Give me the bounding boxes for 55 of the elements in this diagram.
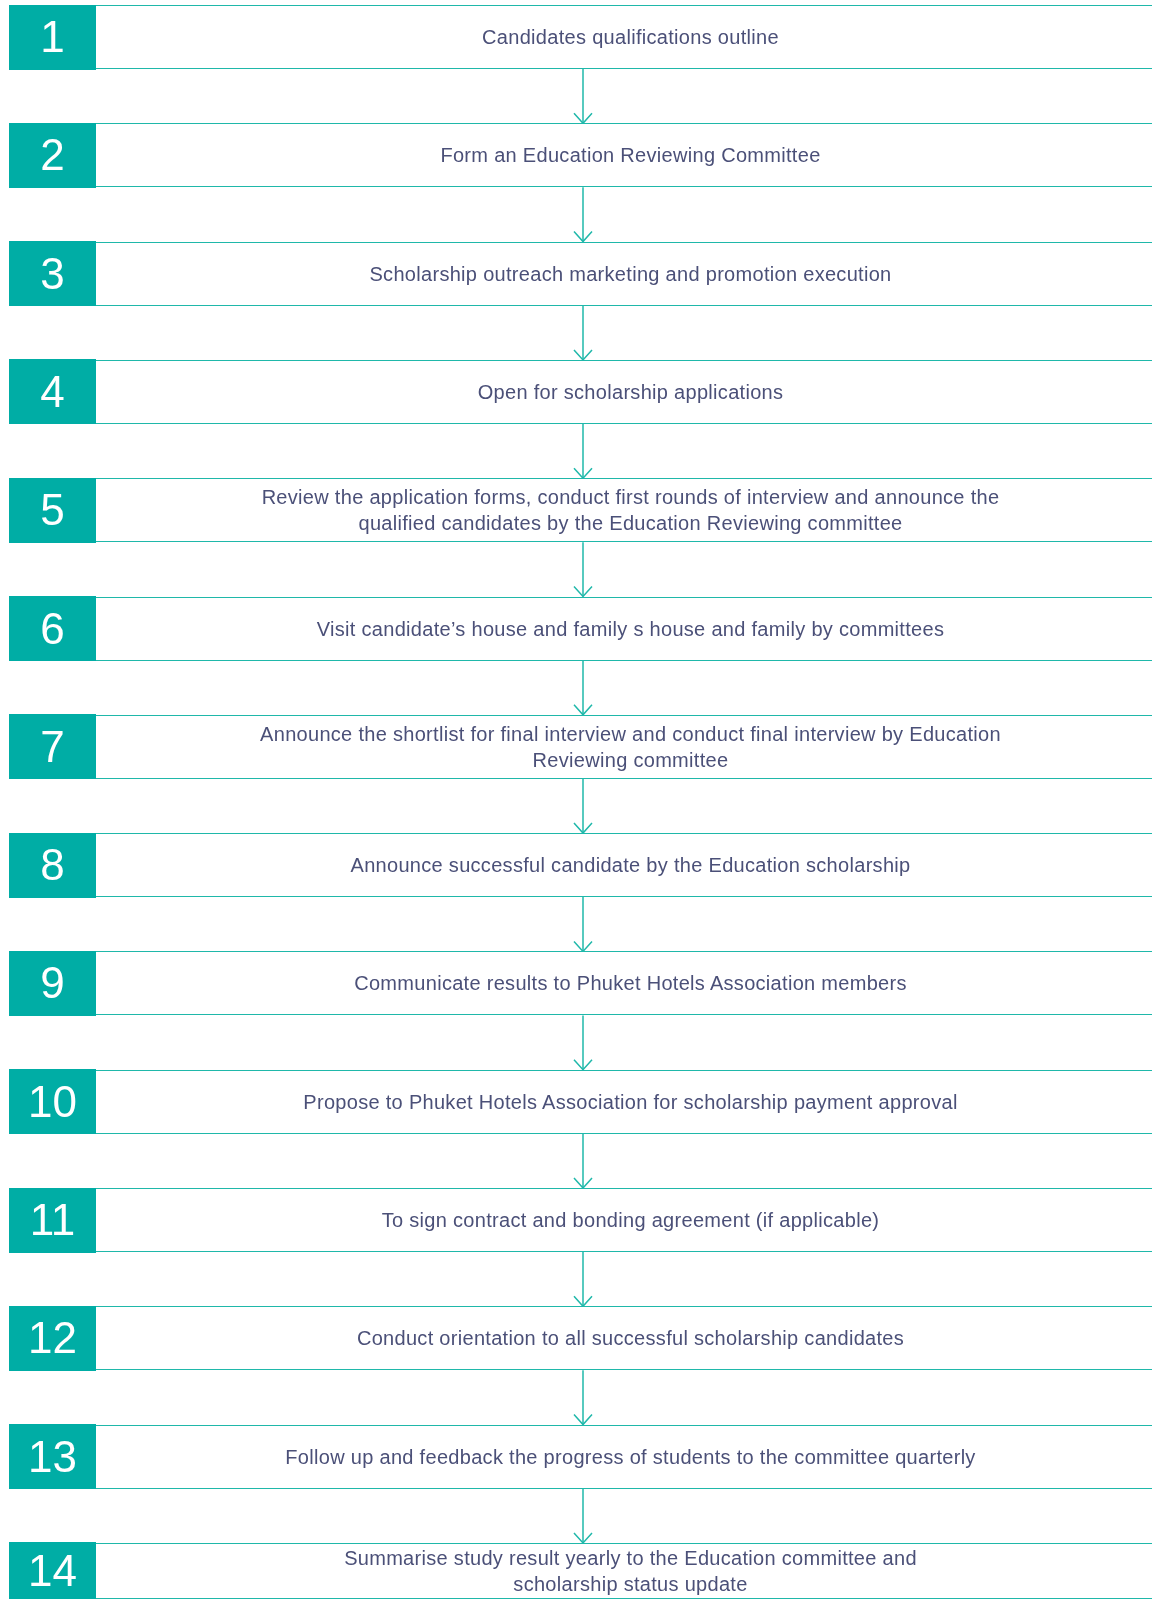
step-number: 13 bbox=[9, 1424, 96, 1490]
step-description: Scholarship outreach marketing and promotion execution bbox=[369, 261, 892, 287]
step-row bbox=[9, 1424, 1152, 1489]
step-row bbox=[9, 1188, 1152, 1252]
step-description: Propose to Phuket Hotels Association for scholarship payment approval bbox=[303, 1089, 958, 1115]
step-number: 10 bbox=[9, 1069, 96, 1135]
step-number: 12 bbox=[9, 1305, 96, 1371]
step-description: Conduct orientation to all successful scholarship candidates bbox=[356, 1326, 905, 1352]
step-row bbox=[9, 596, 1152, 661]
step-row bbox=[9, 359, 1152, 424]
step-row bbox=[9, 714, 1152, 779]
arrow bbox=[573, 541, 593, 598]
step-description: Summarise study result yearly to the Education committee and scholarship status update bbox=[343, 1545, 918, 1597]
step-number: 11 bbox=[9, 1187, 96, 1253]
step-number: 7 bbox=[9, 714, 96, 780]
arrow bbox=[573, 68, 593, 125]
arrow bbox=[573, 1487, 593, 1544]
step-description: Candidates qualifications outline bbox=[482, 25, 779, 50]
arrow bbox=[573, 1014, 593, 1071]
step-description: Announce the shortlist for final interview and conduct final interview by Education Reviewing committee bbox=[259, 721, 1002, 773]
step-row bbox=[9, 951, 1152, 1016]
step-description: Review the application forms, conduct first rounds of interview and announce the qualified candidates by the Education Reviewing committee bbox=[260, 485, 1001, 537]
arrow bbox=[573, 778, 593, 834]
arrow bbox=[573, 304, 593, 361]
step-row bbox=[9, 1306, 1152, 1371]
step-number: 5 bbox=[9, 477, 96, 543]
arrow bbox=[573, 1132, 593, 1189]
step-number: 6 bbox=[9, 596, 96, 661]
arrow bbox=[573, 896, 593, 953]
step-number: 1 bbox=[9, 4, 96, 70]
step-number: 4 bbox=[9, 359, 96, 425]
step-description: To sign contract and bonding agreement (if applicable) bbox=[381, 1208, 880, 1233]
step-number: 3 bbox=[9, 241, 96, 307]
arrow bbox=[573, 186, 593, 243]
step-description: Form an Education Reviewing Committee bbox=[440, 143, 821, 169]
step-row bbox=[9, 241, 1152, 306]
step-row bbox=[9, 1542, 1152, 1599]
arrow bbox=[573, 1251, 593, 1308]
step-row bbox=[9, 478, 1152, 543]
step-row bbox=[9, 5, 1152, 69]
step-number: 2 bbox=[9, 122, 96, 188]
arrow bbox=[573, 423, 593, 479]
step-description: Open for scholarship applications bbox=[477, 379, 784, 405]
arrow bbox=[573, 659, 593, 716]
step-description: Announce successful candidate by the Education scholarship bbox=[350, 853, 911, 879]
arrow bbox=[573, 1369, 593, 1426]
step-row bbox=[9, 1069, 1152, 1134]
step-number: 14 bbox=[9, 1542, 96, 1599]
step-number: 9 bbox=[9, 950, 96, 1016]
step-description: Visit candidate’s house and family s house and family by committees bbox=[316, 616, 945, 642]
step-description: Follow up and feedback the progress of students to the committee quarterly bbox=[285, 1444, 976, 1470]
step-description: Communicate results to Phuket Hotels Association members bbox=[354, 971, 907, 997]
step-row bbox=[9, 123, 1152, 188]
step-row bbox=[9, 833, 1152, 898]
step-number: 8 bbox=[9, 832, 96, 898]
